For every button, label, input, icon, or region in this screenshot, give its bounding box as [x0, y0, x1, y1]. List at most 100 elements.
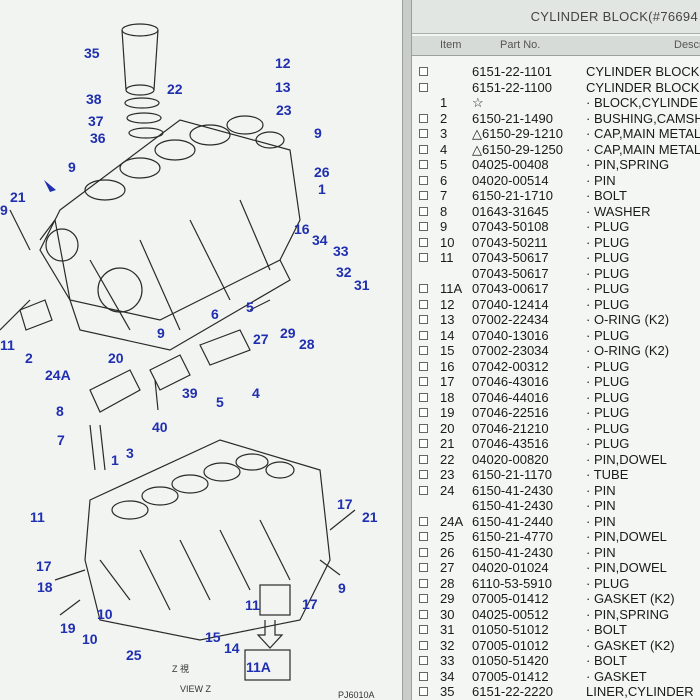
- callout-36[interactable]: 36: [90, 130, 106, 146]
- callout-11c[interactable]: 11: [245, 597, 260, 613]
- row-checkbox[interactable]: [419, 222, 428, 231]
- row-checkbox[interactable]: [419, 625, 428, 634]
- row-checkbox[interactable]: [419, 609, 428, 619]
- row-checkbox[interactable]: [419, 299, 428, 309]
- row-checkbox[interactable]: [419, 191, 428, 200]
- callout-9e[interactable]: 9: [338, 580, 346, 596]
- row-checkbox[interactable]: [419, 113, 428, 123]
- row-checkbox[interactable]: [419, 439, 428, 448]
- row-checkbox[interactable]: [419, 470, 428, 479]
- callout-1b[interactable]: 1: [111, 452, 119, 468]
- row-checkbox[interactable]: [419, 656, 428, 665]
- row-checkbox[interactable]: [419, 361, 428, 371]
- callout-17c[interactable]: 17: [302, 596, 318, 612]
- row-checkbox[interactable]: [419, 206, 428, 216]
- callout-32[interactable]: 32: [336, 264, 352, 280]
- row-checkbox[interactable]: [419, 392, 428, 402]
- callout-15[interactable]: 15: [205, 629, 221, 645]
- callout-27[interactable]: 27: [253, 331, 269, 347]
- callout-21b[interactable]: 21: [362, 509, 378, 525]
- callout-29[interactable]: 29: [280, 325, 296, 341]
- callout-12[interactable]: 12: [275, 55, 291, 71]
- exploded-parts-diagram[interactable]: 35 12 13 22 23 38 37 36 9 26 1 9 21 9 16…: [0, 0, 402, 700]
- callout-21[interactable]: 21: [10, 189, 26, 205]
- row-checkbox[interactable]: [419, 640, 428, 650]
- callout-4[interactable]: 4: [252, 385, 260, 401]
- callout-33[interactable]: 33: [333, 243, 349, 259]
- row-checkbox[interactable]: [419, 532, 428, 541]
- row-checkbox[interactable]: [419, 454, 428, 464]
- callout-9d[interactable]: 9: [157, 325, 165, 341]
- callout-18[interactable]: 18: [37, 579, 53, 595]
- row-checkbox[interactable]: [419, 144, 428, 154]
- callout-39[interactable]: 39: [182, 385, 198, 401]
- row-checkbox[interactable]: [419, 82, 428, 92]
- row-checkbox[interactable]: [419, 485, 428, 495]
- callout-14[interactable]: 14: [224, 640, 240, 656]
- callout-3[interactable]: 3: [126, 445, 134, 461]
- callout-20[interactable]: 20: [108, 350, 124, 366]
- callout-38[interactable]: 38: [86, 91, 102, 107]
- row-checkbox[interactable]: [419, 253, 428, 262]
- col-header-desc[interactable]: Descr: [674, 39, 700, 51]
- row-checkbox[interactable]: [419, 346, 428, 355]
- row-checkbox[interactable]: [419, 408, 428, 417]
- col-header-item[interactable]: Item: [440, 39, 462, 51]
- callout-26[interactable]: 26: [314, 164, 330, 180]
- callout-40[interactable]: 40: [152, 419, 168, 435]
- callout-11[interactable]: 11: [0, 337, 15, 353]
- table-row[interactable]: 4△6150-29-1250· CAP,MAIN METAL: [412, 142, 700, 158]
- callout-19[interactable]: 19: [60, 620, 76, 636]
- row-checkbox[interactable]: [419, 237, 428, 247]
- row-checkbox[interactable]: [419, 594, 428, 603]
- callout-10b[interactable]: 10: [82, 631, 98, 647]
- callout-24A[interactable]: 24A: [45, 367, 71, 383]
- callout-11A[interactable]: 11A: [246, 659, 271, 675]
- callout-1[interactable]: 1: [318, 181, 326, 197]
- row-checkbox[interactable]: [419, 330, 428, 340]
- callout-34[interactable]: 34: [312, 232, 328, 248]
- callout-23[interactable]: 23: [276, 102, 292, 118]
- row-checkbox[interactable]: [419, 315, 428, 324]
- callout-5b[interactable]: 5: [216, 394, 224, 410]
- row-checkbox[interactable]: [419, 516, 428, 526]
- callout-7[interactable]: 7: [57, 432, 65, 448]
- callout-16[interactable]: 16: [294, 221, 310, 237]
- callout-28[interactable]: 28: [299, 336, 315, 352]
- callout-37[interactable]: 37: [88, 113, 104, 129]
- row-checkbox[interactable]: [419, 563, 428, 572]
- callout-35[interactable]: 35: [84, 45, 100, 61]
- row-checkbox[interactable]: [419, 175, 428, 185]
- table-row[interactable]: 07043-50617· PLUG: [412, 266, 700, 282]
- callout-25[interactable]: 25: [126, 647, 142, 663]
